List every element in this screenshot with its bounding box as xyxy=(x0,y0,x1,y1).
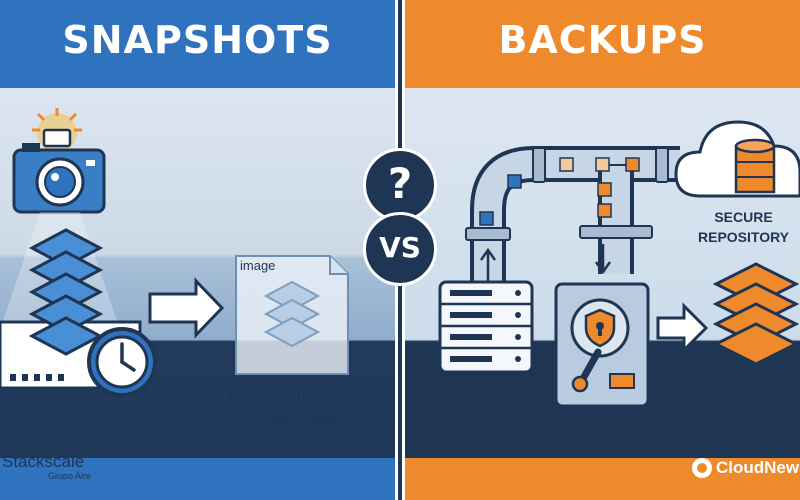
snapshots-caption-line2: Fast, Local xyxy=(255,410,335,427)
image-file-label: image xyxy=(240,258,276,273)
data-pipeline xyxy=(465,146,680,290)
camera-icon xyxy=(12,143,106,214)
backups-caption-line1: Independent Copy xyxy=(686,386,800,403)
secure-repository-label: SECURE REPOSITORY xyxy=(698,207,789,247)
snapshots-caption-line1: Point-in-time Copy xyxy=(229,386,361,403)
snapshots-caption: Point-in-time Copy Fast, Local xyxy=(210,383,380,431)
secure-drive-icon xyxy=(554,282,650,408)
transfer-arrow-icon xyxy=(656,302,709,354)
backups-caption-line2: Disaster Recovery xyxy=(686,410,800,427)
cloudnews-logo-icon xyxy=(692,458,712,478)
arrow-right-icon xyxy=(148,277,225,339)
storage-stack-icon xyxy=(0,228,142,390)
versus-badge: VS xyxy=(363,212,437,286)
stackscale-logo-subtitle: Grupo Aire xyxy=(48,471,92,481)
image-file-icon xyxy=(235,255,349,375)
cloudnews-logo-name: CloudNews xyxy=(716,458,800,477)
backups-title: BACKUPS xyxy=(498,18,707,62)
backups-caption: Independent Copy Disaster Recovery xyxy=(686,383,800,431)
stackscale-logo: Stackscale Grupo Aire xyxy=(2,452,91,481)
database-icon xyxy=(734,138,776,194)
repository-line1: SECURE xyxy=(714,209,773,225)
repository-line2: REPOSITORY xyxy=(698,229,790,245)
clock-icon xyxy=(87,327,157,397)
backup-stack-icon xyxy=(712,262,800,366)
snapshots-title: SNAPSHOTS xyxy=(62,18,333,62)
rack-server-icon xyxy=(438,280,534,374)
cloudnews-logo: CloudNews xyxy=(692,458,800,478)
question-badge: ? xyxy=(363,148,437,222)
flash-burst-icon xyxy=(32,108,82,153)
stackscale-logo-name: Stackscale xyxy=(2,452,85,471)
